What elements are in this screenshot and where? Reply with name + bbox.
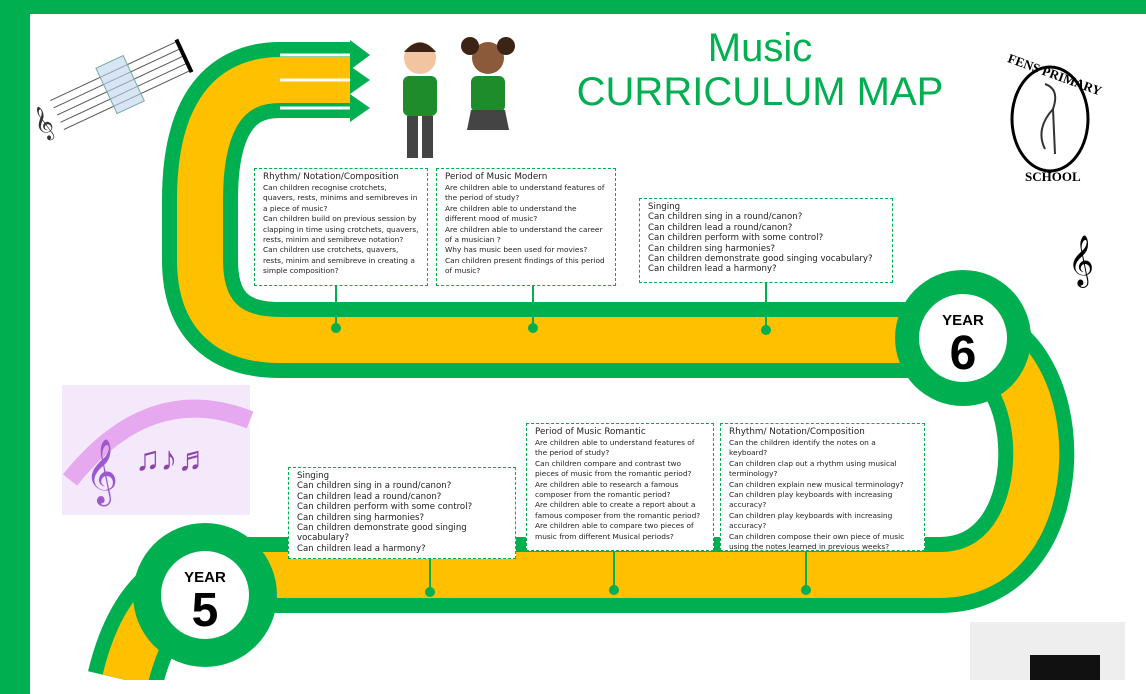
box-line: Can children sing harmonies? — [297, 512, 425, 523]
svg-text:𝄞: 𝄞 — [30, 104, 59, 144]
svg-text:𝄞: 𝄞 — [85, 439, 118, 506]
box-line: Are children able to understand features… — [445, 183, 605, 203]
objective-box: Rhythm/ Notation/Composition Can childre… — [254, 168, 428, 286]
box-line: Can children present findings of this pe… — [445, 255, 605, 276]
box-line: Can children demonstrate good singing vo… — [297, 523, 467, 544]
box-line: Can children compose their own piece of … — [729, 531, 905, 552]
box-line: Can children sing in a round/canon? — [648, 212, 803, 223]
music-staff-icon — [50, 38, 194, 130]
box-line: Can children lead a round/canon? — [648, 222, 793, 233]
arrow-heads — [350, 40, 370, 122]
box-line: Can children sing harmonies? — [648, 243, 776, 254]
page-title: Music CURRICULUM MAP — [550, 26, 970, 114]
box-line: Can children explain new musical termino… — [729, 479, 904, 489]
year-6-badge: YEAR 6 — [919, 294, 1007, 382]
box-line: 5 — [191, 584, 219, 637]
box-line: YEAR — [942, 312, 984, 329]
box-heading: Singing — [648, 202, 681, 212]
box-heading: Period of Music Romantic — [535, 427, 646, 437]
box-line: Music — [707, 26, 813, 70]
box-line: Can children compare and contrast two pi… — [535, 458, 692, 479]
box-line: Can children play keyboards with increas… — [729, 510, 893, 531]
box-line: Can children clap out a rhythm using mus… — [729, 458, 897, 479]
box-heading: Period of Music Modern — [445, 172, 548, 182]
objective-box: Period of Music Romantic Are children ab… — [526, 423, 714, 551]
school-logo: FENS PRIMARY SCHOOL — [1005, 39, 1125, 189]
box-line: YEAR — [184, 569, 226, 586]
box-heading: Rhythm/ Notation/Composition — [263, 172, 399, 182]
year-5-badge: YEAR 5 — [161, 551, 249, 639]
box-line: Can children perform with some control? — [648, 233, 824, 244]
box-line: Are children able to understand the care… — [445, 224, 603, 245]
children-illustration — [403, 37, 515, 158]
treble-clef-icon: 𝄞 — [1068, 236, 1094, 288]
objective-box: Singing Can children sing in a round/can… — [288, 467, 516, 559]
box-line: Can children demonstrate good singing vo… — [648, 254, 873, 265]
box-line: Are children able to understand the diff… — [445, 203, 577, 224]
box-line: Can children play keyboards with increas… — [729, 490, 893, 510]
box-line: Are children able to research a famous c… — [535, 479, 679, 500]
box-line: Are children able to create a report abo… — [535, 500, 701, 520]
curriculum-poster: 𝄞 𝄞 𝄞 ♫♪♬ Music CURRICULUM MAP FENS PRIM… — [30, 14, 1146, 694]
objective-box: Singing Can children sing in a round/can… — [639, 198, 893, 283]
objective-box: Rhythm/ Notation/Composition Can the chi… — [720, 423, 925, 551]
box-line: Why has music been used for movies? — [445, 245, 588, 255]
box-line: Are children able to understand features… — [535, 438, 695, 458]
box-line: Can the children identify the notes on a… — [729, 438, 876, 458]
box-heading: Rhythm/ Notation/Composition — [729, 427, 865, 437]
box-line: Can children lead a round/canon? — [297, 491, 442, 502]
objective-box: Period of Music Modern Are children able… — [436, 168, 616, 286]
svg-text:♫♪♬: ♫♪♬ — [135, 440, 212, 478]
box-line: Are children able to compare two pieces … — [535, 521, 694, 541]
box-line: Can children lead a harmony? — [648, 264, 777, 275]
box-line: Can children use crotchets, quavers, res… — [263, 245, 415, 276]
svg-text:SCHOOL: SCHOOL — [1025, 169, 1081, 184]
connectors — [331, 283, 811, 597]
box-line: Can children perform with some control? — [297, 502, 473, 513]
box-line: CURRICULUM MAP — [576, 70, 944, 114]
box-line: Can children build on previous session b… — [263, 214, 419, 245]
box-line: Can children sing in a round/canon? — [297, 481, 452, 492]
box-heading: Singing — [297, 471, 330, 481]
box-line: Can children lead a harmony? — [297, 543, 426, 554]
box-line: Can children recognise crotchets, quaver… — [263, 183, 418, 213]
box-line: 6 — [949, 327, 977, 380]
